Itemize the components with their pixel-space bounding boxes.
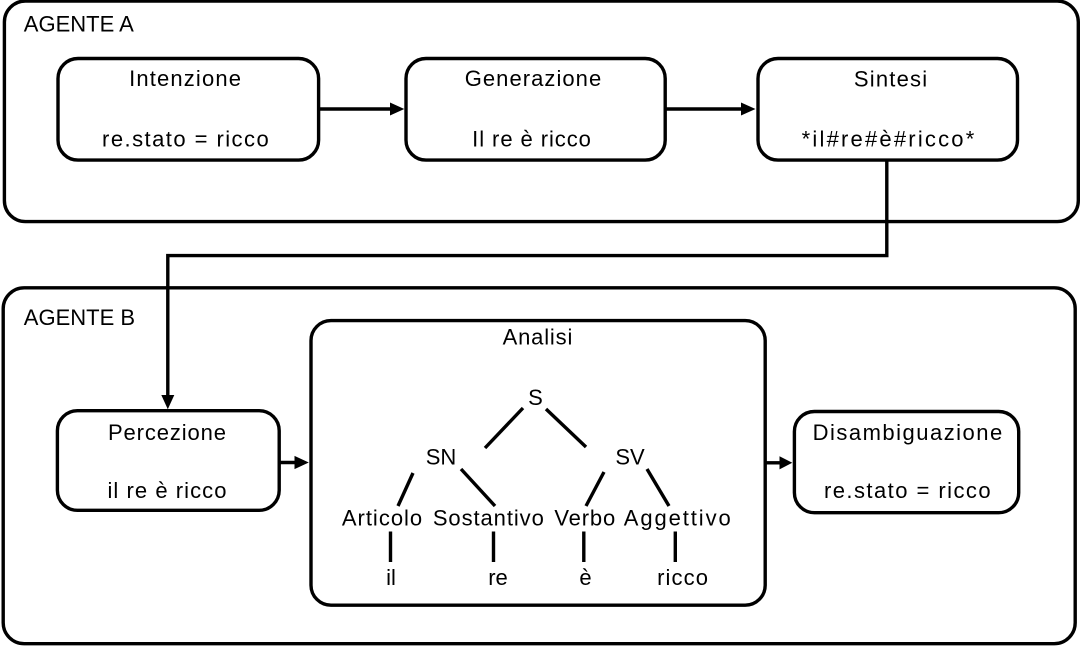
svg-text:il: il (386, 565, 396, 590)
svg-text:Sostantivo: Sostantivo (433, 506, 545, 531)
svg-text:AGENTE B: AGENTE B (24, 305, 135, 330)
svg-text:Verbo: Verbo (554, 506, 616, 531)
svg-text:Aggettivo: Aggettivo (624, 506, 733, 531)
svg-text:Sintesi: Sintesi (854, 67, 928, 92)
svg-text:ricco: ricco (657, 565, 709, 590)
svg-text:S: S (528, 385, 543, 410)
svg-text:re.stato = ricco: re.stato = ricco (102, 126, 270, 151)
svg-text:Disambiguazione: Disambiguazione (813, 420, 1004, 445)
svg-text:*il#re#è#ricco*: *il#re#è#ricco* (802, 127, 977, 152)
svg-text:re: re (488, 565, 508, 590)
svg-text:Intenzione: Intenzione (129, 66, 242, 91)
svg-text:SV: SV (615, 445, 645, 470)
svg-text:Generazione: Generazione (465, 66, 603, 91)
svg-text:AGENTE A: AGENTE A (24, 11, 134, 36)
svg-text:Articolo: Articolo (342, 506, 423, 531)
svg-text:Il re è ricco: Il re è ricco (472, 126, 592, 151)
svg-text:Percezione: Percezione (108, 420, 227, 445)
svg-text:SN: SN (426, 445, 457, 470)
svg-text:il re è ricco: il re è ricco (107, 478, 227, 503)
svg-text:è: è (579, 565, 591, 590)
svg-text:re.stato = ricco: re.stato = ricco (824, 478, 992, 503)
svg-text:Analisi: Analisi (503, 325, 574, 350)
